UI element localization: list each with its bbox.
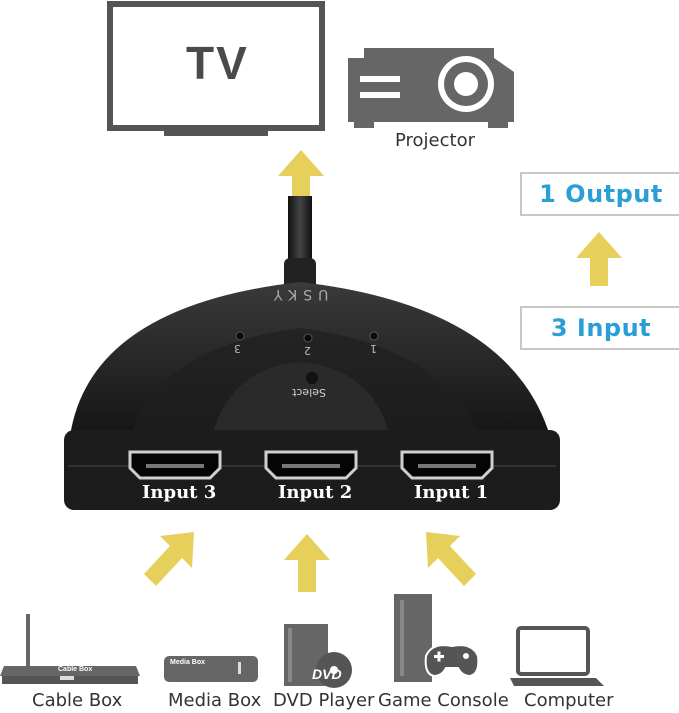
led-label-2: 2 <box>304 344 311 357</box>
output-count-box: 1 Output <box>520 172 679 216</box>
dvd-icon <box>284 624 352 688</box>
media-box-label: Media Box <box>168 690 262 711</box>
select-button[interactable]: Select <box>292 386 326 399</box>
input-1-label: Input 1 <box>414 482 489 503</box>
input-3-arrow-icon <box>144 532 194 586</box>
input-2-arrow-icon <box>284 534 330 592</box>
output-arrow-icon <box>278 150 324 202</box>
cable-box-screen-text: Cable Box <box>58 666 93 673</box>
media-box-screen-text: Media Box <box>170 659 206 666</box>
game-console-icon <box>394 594 480 682</box>
cable-box-icon <box>0 614 140 684</box>
led-label-1: 1 <box>370 342 377 355</box>
dvd-disc-text: DVD <box>312 666 342 682</box>
computer-icon <box>510 626 604 686</box>
input-2-label: Input 2 <box>278 482 353 503</box>
led-label-3: 3 <box>234 342 241 355</box>
brand-logo: USKY <box>268 286 329 302</box>
spec-arrow-icon <box>576 232 622 286</box>
switch-body-icon <box>64 196 560 510</box>
projector-icon <box>348 48 514 128</box>
tv-icon <box>107 1 325 136</box>
input-1-arrow-icon <box>426 532 476 586</box>
media-box-icon <box>164 656 258 682</box>
game-console-label: Game Console <box>378 690 509 711</box>
cable-box-label: Cable Box <box>32 690 123 711</box>
computer-label: Computer <box>524 690 614 711</box>
tv-label: TV <box>186 37 249 89</box>
input-3-label: Input 3 <box>142 482 217 503</box>
dvd-player-label: DVD Player <box>273 690 375 711</box>
projector-label: Projector <box>395 130 475 151</box>
input-count-box: 3 Input <box>520 306 679 350</box>
